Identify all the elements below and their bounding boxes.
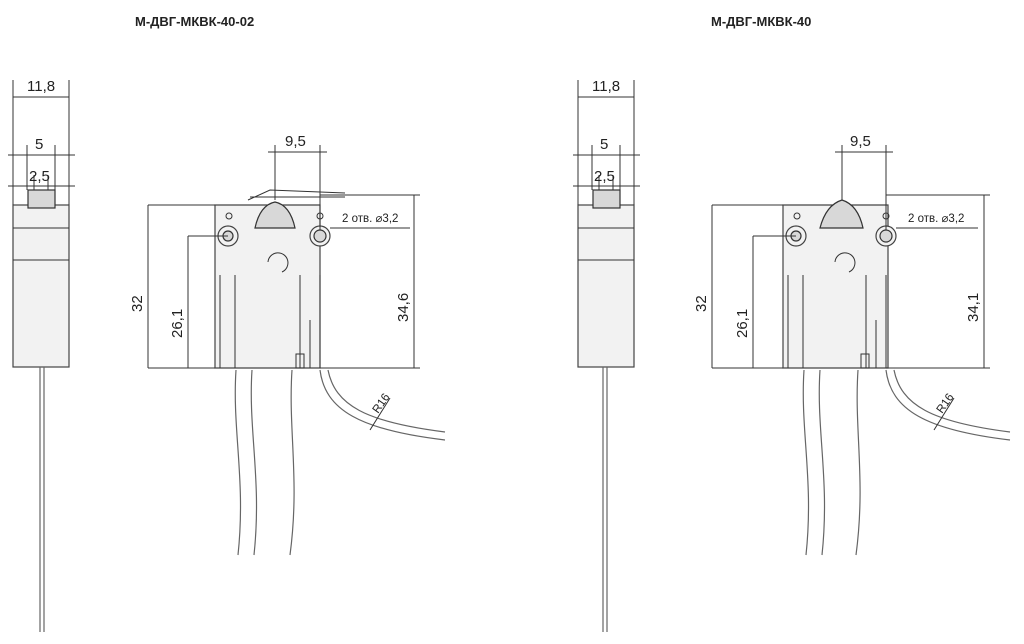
drawing-title-left: М-ДВГ-МКВК-40-02 xyxy=(135,14,255,29)
dim-height-holes-left: 26,1 xyxy=(169,309,186,338)
dim-width-side-right: 11,8 xyxy=(592,78,620,95)
dim-height-right-right: 34,1 xyxy=(965,293,982,322)
holes-note-left: 2 отв. ⌀3,2 xyxy=(342,213,398,225)
dim-radius-right: R16 xyxy=(935,392,957,416)
drawing-left: 11,8 5 2,5 xyxy=(8,78,446,632)
dim-hole-pitch-right: 9,5 xyxy=(850,133,871,150)
side-view-right xyxy=(573,80,640,632)
dim-slot-inner-left: 2,5 xyxy=(29,168,50,185)
drawing-right: 11,8 5 2,5 xyxy=(573,78,1011,632)
dim-height-right-left: 34,6 xyxy=(395,293,412,322)
dim-hole-pitch-left: 9,5 xyxy=(285,133,306,150)
dim-radius-left: R16 xyxy=(371,392,393,416)
dim-height-total-right: 32 xyxy=(693,295,710,312)
dim-height-total-left: 32 xyxy=(129,295,146,312)
dim-slot-outer-right: 5 xyxy=(600,136,608,153)
drawing-title-right: М-ДВГ-МКВК-40 xyxy=(711,14,812,29)
holes-note-right: 2 отв. ⌀3,2 xyxy=(908,213,964,225)
front-view-left xyxy=(214,189,446,556)
logo-icon xyxy=(267,252,289,273)
dim-width-side-left: 11,8 xyxy=(27,78,55,95)
dim-slot-inner-right: 2,5 xyxy=(594,168,615,185)
side-view-left xyxy=(8,80,75,632)
front-view-right xyxy=(782,199,1011,556)
logo-icon xyxy=(834,252,856,273)
dim-height-holes-right: 26,1 xyxy=(734,309,751,338)
dim-slot-outer-left: 5 xyxy=(35,136,43,153)
